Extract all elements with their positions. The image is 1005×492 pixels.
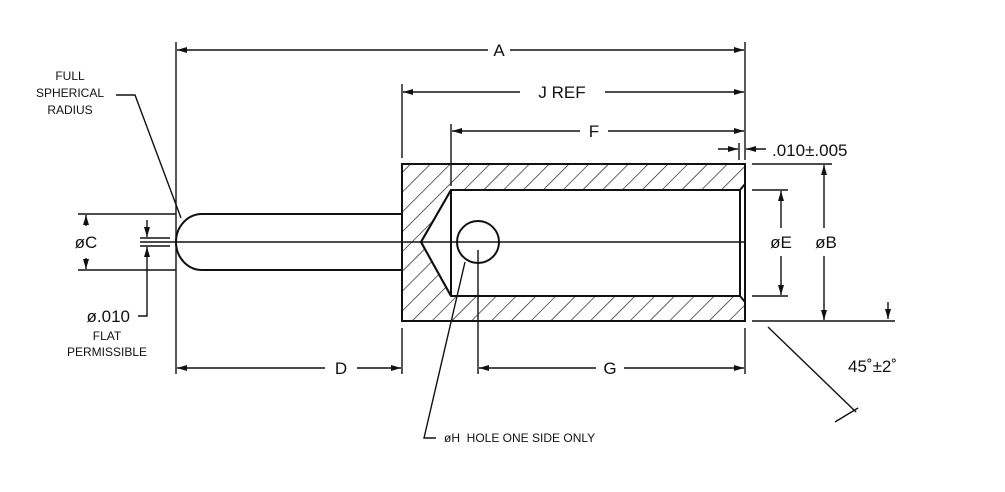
dim-a-label: A bbox=[493, 41, 505, 60]
dimension-lines bbox=[83, 47, 891, 423]
note-radius-line2: SPHERICAL bbox=[36, 86, 104, 100]
note-flat-value: ø.010 bbox=[87, 307, 130, 326]
dim-d-label: D bbox=[335, 359, 347, 378]
note-hole: øH HOLE ONE SIDE ONLY bbox=[444, 431, 595, 445]
dim-g-label: G bbox=[603, 359, 616, 378]
hole-leader bbox=[423, 261, 466, 439]
angle-label: 45˚±2˚ bbox=[848, 357, 897, 376]
note-flat-line2: PERMISSIBLE bbox=[67, 345, 147, 359]
bore-outline bbox=[420, 189, 741, 297]
dim-lip-label: .010±.005 bbox=[772, 141, 848, 160]
dim-e-label: øE bbox=[770, 233, 792, 252]
note-radius-line3: RADIUS bbox=[47, 103, 92, 117]
dim-b-label: øB bbox=[815, 233, 837, 252]
radius-leader bbox=[116, 94, 182, 219]
dim-f-label: F bbox=[589, 122, 599, 141]
note-flat-line1: FLAT bbox=[93, 329, 122, 343]
dim-c-label: øC bbox=[75, 233, 98, 252]
note-radius-line1: FULL bbox=[55, 69, 85, 83]
extension-lines bbox=[78, 42, 895, 374]
dim-j-label: J REF bbox=[538, 83, 585, 102]
